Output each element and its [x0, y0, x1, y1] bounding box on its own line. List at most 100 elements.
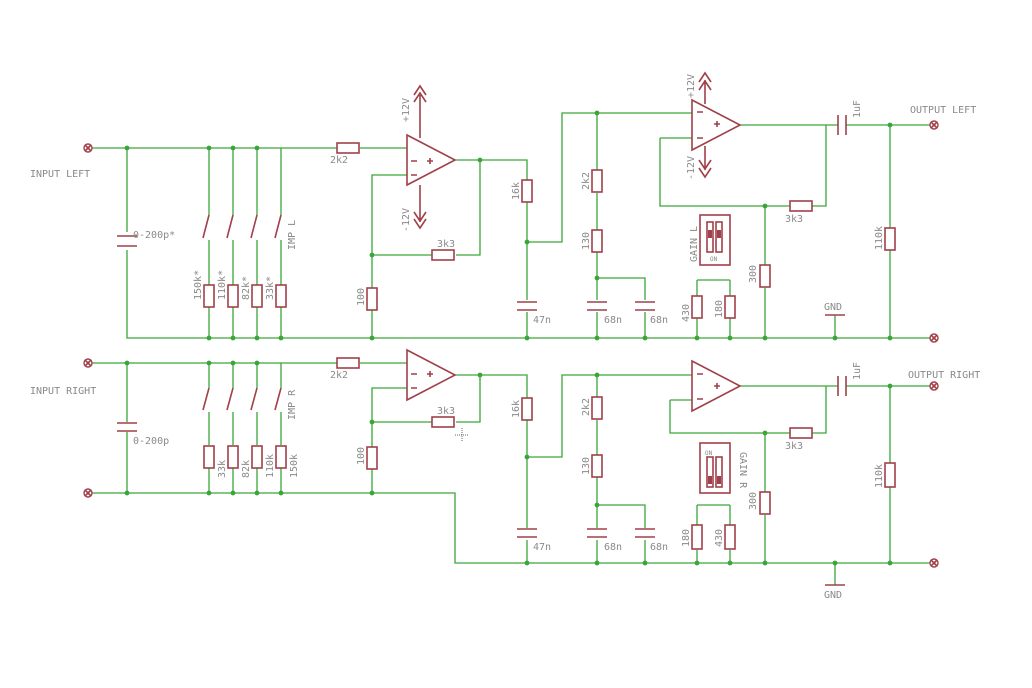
left-r-filter-label: 16k	[511, 182, 522, 200]
left-imp-wires	[208, 148, 282, 338]
right-r-divider-mid	[591, 454, 603, 478]
right-r-gain-b-label: 430	[714, 529, 725, 547]
right-gnd-label: GND	[824, 590, 842, 601]
left-r-gain-a-label: 430	[681, 304, 692, 322]
left-r-feedback	[431, 249, 455, 261]
left-dip-on-label: ON	[710, 256, 718, 263]
right-input-terminal[interactable]	[83, 358, 93, 368]
left-imp-r3-label: 82k*	[241, 276, 252, 300]
right-c-divider-b-label: 68n	[650, 542, 668, 553]
left-r-out-load	[884, 227, 896, 251]
left-c-out-label: 1uF	[852, 100, 863, 118]
right-imp-switches[interactable]	[202, 387, 282, 411]
left-c-divider-b	[635, 301, 655, 311]
input-left-label: INPUT LEFT	[30, 169, 90, 180]
right-r-filter	[521, 397, 533, 421]
left-r-in	[336, 142, 360, 154]
left-gain-dip-switch[interactable]	[699, 214, 731, 266]
output-left-label: OUTPUT LEFT	[910, 105, 976, 116]
right-opamp-1	[406, 348, 457, 402]
right-r-out-ground-label: 300	[748, 492, 759, 510]
left-r-divider-top	[591, 169, 603, 193]
right-c-out	[837, 376, 847, 396]
left-imp-r4-label: 33k*	[265, 276, 276, 300]
left-c-divider-a	[587, 301, 607, 311]
right-r-feedback-label: 3k3	[437, 406, 455, 417]
right-imp-label: IMP R	[287, 389, 298, 420]
left-r-ground-label: 100	[356, 288, 367, 306]
left-c-divider-a-label: 68n	[604, 315, 622, 326]
left-c-divider-b-label: 68n	[650, 315, 668, 326]
right-r-ground-label: 100	[356, 447, 367, 465]
right-filter-wires	[480, 374, 692, 563]
right-imp-wires	[208, 363, 282, 493]
right-c-divider-a	[587, 528, 607, 538]
right-r-divider-top-label: 2k2	[581, 398, 592, 416]
right-c-divider-b	[635, 528, 655, 538]
left-imp-r2-label: 110k*	[217, 270, 228, 300]
left-imp-switches[interactable]	[202, 214, 282, 239]
right-r-divider-mid-label: 130	[581, 457, 592, 475]
labels: INPUT LEFT INPUT RIGHT OUTPUT LEFT OUTPU…	[30, 74, 980, 601]
right-gnd-input-terminal[interactable]	[83, 488, 93, 498]
left-opamp2-wires	[659, 124, 930, 338]
left-c-filter	[517, 301, 537, 311]
left-opamp2-pos-supply: +12V	[686, 74, 697, 98]
right-gnd-terminal[interactable]	[929, 558, 939, 568]
right-c-filter	[517, 528, 537, 538]
left-r-out-feedback-label: 3k3	[785, 214, 803, 225]
right-r-gain-a-label: 180	[681, 529, 692, 547]
left-output-terminal[interactable]	[929, 120, 939, 130]
right-gnd-rail	[92, 363, 930, 564]
left-r-feedback-label: 3k3	[437, 239, 455, 250]
right-c-filter-label: 47n	[533, 542, 551, 553]
right-imp-r4-label: 150k	[289, 454, 300, 478]
left-r-divider-mid-label: 130	[581, 232, 592, 250]
right-r-in	[336, 357, 360, 369]
left-opamp1-pos-supply: +12V	[401, 98, 412, 122]
left-c-out	[837, 115, 847, 135]
left-r-out-feedback	[789, 200, 813, 212]
right-opamp-2	[691, 359, 742, 413]
right-r-out-feedback	[789, 427, 813, 439]
left-input-cap-label: 0-200p*	[133, 230, 175, 241]
left-opamp-1	[406, 84, 457, 230]
left-r-in-label: 2k2	[330, 155, 348, 166]
left-imp-label: IMP L	[287, 220, 298, 250]
right-output-terminal[interactable]	[929, 381, 939, 391]
right-imp-resistors	[203, 445, 287, 469]
cursor-crosshair-icon	[455, 428, 469, 442]
right-r-divider-top	[591, 396, 603, 420]
right-r-out-load-label: 110k	[874, 464, 885, 488]
right-r-gain-b	[724, 524, 736, 550]
left-input-terminal[interactable]	[83, 143, 93, 153]
right-dip-on-label: ON	[705, 450, 713, 457]
left-r-gain-a	[691, 295, 703, 319]
right-gain-dip-switch[interactable]	[699, 442, 731, 494]
right-r-in-label: 2k2	[330, 370, 348, 381]
right-input-capacitor	[117, 422, 137, 432]
right-junctions	[124, 360, 893, 566]
left-r-divider-mid	[591, 229, 603, 253]
left-input-wire	[92, 147, 481, 338]
right-channel	[83, 348, 939, 586]
left-r-gain-b	[724, 295, 736, 319]
right-opamp2-wires	[669, 385, 930, 585]
right-r-out-ground	[759, 491, 771, 515]
left-gnd-terminal[interactable]	[929, 333, 939, 343]
left-r-out-ground	[759, 264, 771, 288]
left-opamp-2	[691, 71, 742, 179]
right-input-wire	[92, 362, 481, 493]
right-imp-r2-label: 82k	[241, 460, 252, 478]
left-c-filter-label: 47n	[533, 315, 551, 326]
left-opamp1-neg-supply: -12V	[401, 208, 412, 232]
right-r-gain-a	[691, 524, 703, 550]
right-imp-r1-label: 33k	[217, 460, 228, 478]
right-input-cap-label: 0-200p	[133, 436, 169, 447]
left-channel	[83, 71, 939, 343]
left-r-out-load-label: 110k	[874, 226, 885, 250]
left-r-gain-b-label: 180	[714, 300, 725, 318]
right-c-out-label: 1uF	[852, 362, 863, 380]
right-r-out-feedback-label: 3k3	[785, 441, 803, 452]
